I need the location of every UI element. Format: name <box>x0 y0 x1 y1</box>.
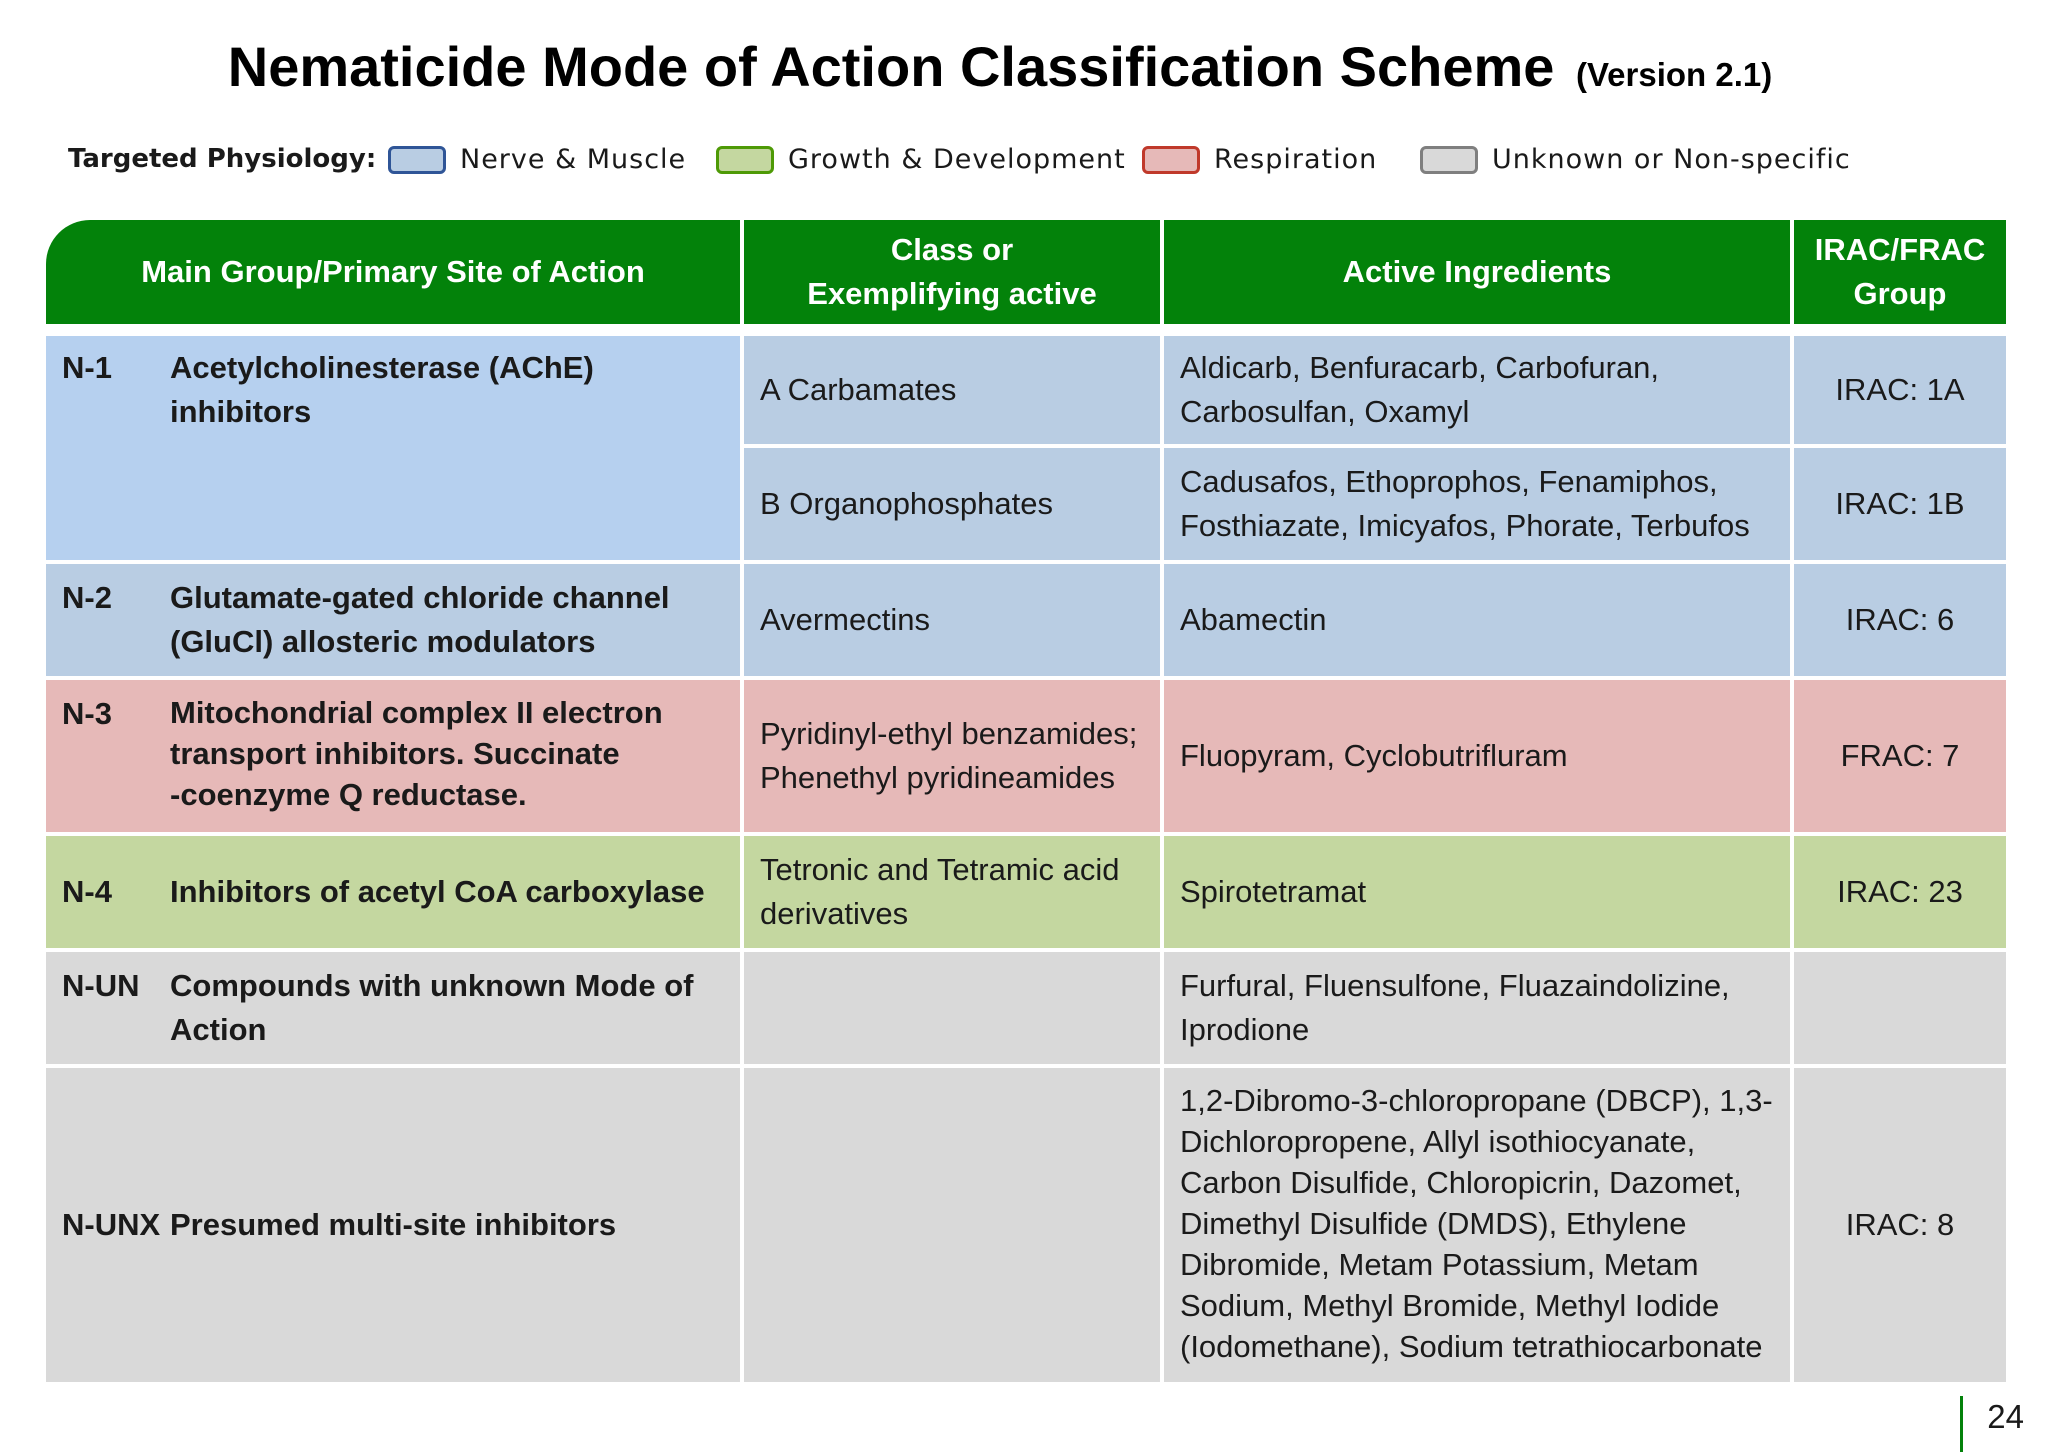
row-n1a-group: IRAC: 1A <box>1794 336 2006 444</box>
header-active-ingredients: Active Ingredients <box>1164 220 1790 324</box>
table-header: Main Group/Primary Site of Action Class … <box>46 220 2006 324</box>
header-group: IRAC/FRAC Group <box>1794 220 2006 324</box>
table-row-nun-site: N-UN Compounds with unknown Mode of Acti… <box>46 952 740 1064</box>
row-nun-class <box>744 952 1160 1064</box>
row-nunx-class <box>744 1068 1160 1382</box>
class-line: Tetronic and Tetramic acid <box>760 852 1120 887</box>
active-line: 1,2-Dibromo-3-chloropropane (DBCP), 1,3- <box>1180 1083 1773 1118</box>
row-n1a-class: A Carbamates <box>744 336 1160 444</box>
row-code: N-1 <box>62 350 112 385</box>
active-line: Fosthiazate, Imicyafos, Phorate, Terbufo… <box>1180 508 1750 543</box>
row-code: N-UNX <box>62 1207 161 1242</box>
row-n2-group: IRAC: 6 <box>1794 564 2006 676</box>
header-class-line1: Class or <box>890 232 1014 267</box>
site-line: Mitochondrial complex II electron <box>170 695 663 730</box>
class-line: derivatives <box>760 896 909 931</box>
row-n1b-class: B Organophosphates <box>744 448 1160 560</box>
row-n1b-active: Cadusafos, Ethoprophos, Fenamiphos, Fost… <box>1164 448 1790 560</box>
active-line: Dimethyl Disulfide (DMDS), Ethylene <box>1180 1206 1687 1241</box>
legend-swatch-respiration <box>1142 146 1200 174</box>
legend-text: Nerve & Muscle <box>460 144 687 175</box>
row-site: Glutamate-gated chloride channel (GluCl)… <box>170 576 720 664</box>
legend-text: Respiration <box>1214 144 1378 175</box>
row-n2-class: Avermectins <box>744 564 1160 676</box>
active-line: Iprodione <box>1180 1012 1310 1047</box>
class-line: Pyridinyl-ethyl benzamides; <box>760 716 1138 751</box>
row-site: Presumed multi-site inhibitors <box>170 1207 617 1242</box>
row-n3-group: FRAC: 7 <box>1794 680 2006 832</box>
row-n4-class: Tetronic and Tetramic acid derivatives <box>744 836 1160 948</box>
row-site: Mitochondrial complex II electron transp… <box>170 692 720 815</box>
row-n1b-group: IRAC: 1B <box>1794 448 2006 560</box>
header-main-group: Main Group/Primary Site of Action <box>46 220 740 324</box>
active-line: Furfural, Fluensulfone, Fluazaindolizine… <box>1180 968 1730 1003</box>
table-row-n4-site: N-4 Inhibitors of acetyl CoA carboxylase <box>46 836 740 948</box>
active-line: Carbon Disulfide, Chloropicrin, Dazomet, <box>1180 1165 1742 1200</box>
active-line: Aldicarb, Benfuracarb, Carbofuran, <box>1180 350 1660 385</box>
row-n3-active: Fluopyram, Cyclobutrifluram <box>1164 680 1790 832</box>
page-number: 24 <box>1987 1398 2024 1435</box>
legend-label: Targeted Physiology: <box>68 144 377 174</box>
row-code: N-3 <box>62 696 112 731</box>
table-row-nunx-site: N-UNX Presumed multi-site inhibitors <box>46 1068 740 1382</box>
row-n3-class: Pyridinyl-ethyl benzamides; Phenethyl py… <box>744 680 1160 832</box>
row-nunx-group: IRAC: 8 <box>1794 1068 2006 1382</box>
legend-text: Growth & Development <box>788 144 1126 175</box>
table-row-n1-site: N-1 Acetylcholinesterase (AChE) inhibito… <box>46 336 740 560</box>
header-group-line1: IRAC/FRAC <box>1814 232 1986 267</box>
row-n4-group: IRAC: 23 <box>1794 836 2006 948</box>
legend-swatch-nerve <box>388 146 446 174</box>
site-line: (GluCl) allosteric modulators <box>170 624 596 659</box>
class-line: Phenethyl pyridineamides <box>760 760 1115 795</box>
row-site: Compounds with unknown Mode of Action <box>170 964 720 1052</box>
row-nun-group <box>1794 952 2006 1064</box>
row-n2-active: Abamectin <box>1164 564 1790 676</box>
header-group-line2: Group <box>1853 276 1947 311</box>
page-title: Nematicide Mode of Action Classification… <box>0 34 2000 99</box>
row-code: N-4 <box>62 874 112 909</box>
site-line: Action <box>170 1012 267 1047</box>
active-line: Dibromide, Metam Potassium, Metam <box>1180 1247 1699 1282</box>
row-code: N-UN <box>62 968 140 1003</box>
active-line: (Iodomethane), Sodium tetrathiocarbonate <box>1180 1329 1763 1364</box>
row-nun-active: Furfural, Fluensulfone, Fluazaindolizine… <box>1164 952 1790 1064</box>
active-line: Carbosulfan, Oxamyl <box>1180 394 1470 429</box>
site-line: Compounds with unknown Mode of <box>170 968 694 1003</box>
row-n1a-active: Aldicarb, Benfuracarb, Carbofuran, Carbo… <box>1164 336 1790 444</box>
title-text: Nematicide Mode of Action Classification… <box>227 35 1555 98</box>
legend-swatch-unknown <box>1420 146 1478 174</box>
header-class-line2: Exemplifying active <box>807 276 1097 311</box>
legend-text: Unknown or Non-specific <box>1492 144 1851 175</box>
page-number-divider <box>1960 1396 1963 1452</box>
row-site: Acetylcholinesterase (AChE) inhibitors <box>170 350 594 429</box>
legend-swatch-growth <box>716 146 774 174</box>
row-n4-active: Spirotetramat <box>1164 836 1790 948</box>
row-code: N-2 <box>62 580 112 615</box>
site-line: Glutamate-gated chloride channel <box>170 580 670 615</box>
active-line: Dichloropropene, Allyl isothiocyanate, <box>1180 1124 1696 1159</box>
row-site: Inhibitors of acetyl CoA carboxylase <box>170 874 705 909</box>
active-line: Sodium, Methyl Bromide, Methyl Iodide <box>1180 1288 1720 1323</box>
class-lines: Pyridinyl-ethyl benzamides; Phenethyl py… <box>760 712 1137 800</box>
version-label: (Version 2.1) <box>1575 56 1773 93</box>
header-class: Class or Exemplifying active <box>744 220 1160 324</box>
row-nunx-active: 1,2-Dibromo-3-chloropropane (DBCP), 1,3-… <box>1164 1068 1790 1382</box>
table-row-n2-site: N-2 Glutamate-gated chloride channel (Gl… <box>46 564 740 676</box>
table-row-n3-site: N-3 Mitochondrial complex II electron tr… <box>46 680 740 832</box>
site-line: -coenzyme Q reductase. <box>170 777 527 812</box>
site-line: transport inhibitors. Succinate <box>170 736 620 771</box>
active-line: Cadusafos, Ethoprophos, Fenamiphos, <box>1180 464 1718 499</box>
